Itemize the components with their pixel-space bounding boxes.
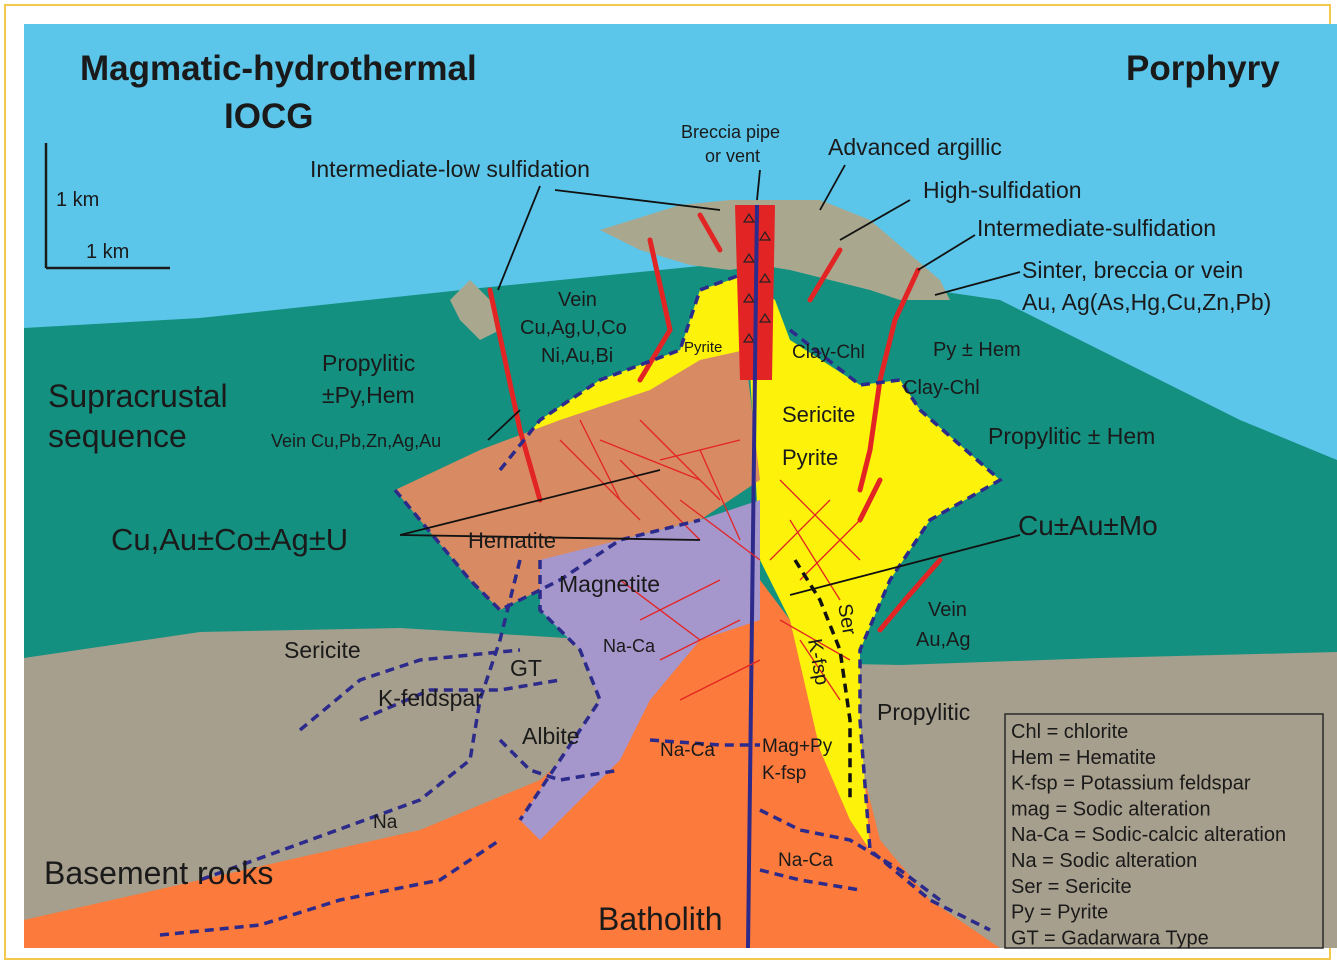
label-intermediate-low: Intermediate-low sulfidation — [310, 156, 590, 182]
legend-entry: GT = Gadarwara Type — [1011, 927, 1209, 949]
label-vein-au-2: Au,Ag — [916, 629, 970, 651]
label-clay-chl-2: Clay-Chl — [903, 377, 980, 399]
label-vein-cu: Vein Cu,Pb,Zn,Ag,Au — [271, 431, 441, 451]
title-right: Porphyry — [1126, 49, 1280, 88]
label-supracrustal-2: sequence — [48, 418, 187, 454]
label-k-fsp: K-fsp — [762, 763, 806, 784]
legend-entry: Py = Pyrite — [1011, 902, 1108, 924]
label-clay-chl-1: Clay-Chl — [792, 342, 865, 363]
label-propylitic-hem: Propylitic ± Hem — [988, 423, 1155, 449]
label-na-ca-upper: Na-Ca — [603, 636, 656, 656]
title-left-line1: Magmatic-hydrothermal — [80, 49, 477, 88]
legend-entry: Na-Ca = Sodic-calcic alteration — [1011, 824, 1286, 846]
label-cu-au-mo: Cu±Au±Mo — [1018, 510, 1158, 541]
label-basement: Basement rocks — [44, 855, 273, 891]
scale-horizontal-label: 1 km — [86, 241, 129, 263]
label-sericite-right: Sericite — [782, 402, 855, 427]
label-cu-au-co: Cu,Au±Co±Ag±U — [111, 522, 348, 557]
label-breccia-pipe-1: Breccia pipe — [681, 122, 780, 142]
label-propylitic-left-2: ±Py,Hem — [322, 382, 415, 408]
legend-entry: mag = Sodic alteration — [1011, 798, 1211, 820]
label-vein-1: Vein — [558, 289, 597, 311]
label-mag-py: Mag+Py — [762, 736, 833, 757]
legend-entry: Hem = Hematite — [1011, 747, 1156, 769]
label-sinter-1: Sinter, breccia or vein — [1022, 257, 1243, 283]
label-na: Na — [373, 812, 398, 833]
legend-entry: Ser = Sericite — [1011, 876, 1132, 898]
legend-entry: K-fsp = Potassium feldspar — [1011, 773, 1251, 795]
label-intermediate-sulfidation: Intermediate-sulfidation — [977, 215, 1216, 241]
label-sinter-2: Au, Ag(As,Hg,Cu,Zn,Pb) — [1022, 289, 1271, 315]
label-breccia-pipe-2: or vent — [705, 146, 760, 166]
label-sericite-left: Sericite — [284, 637, 361, 663]
label-magnetite: Magnetite — [559, 571, 660, 597]
label-propylitic-left-1: Propylitic — [322, 350, 415, 376]
label-high-sulfidation: High-sulfidation — [923, 177, 1082, 203]
label-pyrite-top: Pyrite — [684, 339, 722, 356]
label-supracrustal-1: Supracrustal — [48, 378, 228, 414]
title-left-line2: IOCG — [224, 97, 313, 136]
scale-vertical-label: 1 km — [56, 189, 99, 211]
label-hematite: Hematite — [468, 528, 556, 553]
label-na-ca-low: Na-Ca — [778, 850, 833, 871]
label-batholith: Batholith — [598, 901, 723, 937]
label-py-hem: Py ± Hem — [933, 339, 1021, 361]
label-vein-3: Ni,Au,Bi — [541, 345, 613, 367]
label-k-feldspar: K-feldspar — [378, 685, 483, 711]
label-albite: Albite — [522, 723, 580, 749]
legend-entry: Na = Sodic alteration — [1011, 850, 1197, 872]
label-propylitic-base: Propylitic — [877, 699, 970, 725]
label-vein-2: Cu,Ag,U,Co — [520, 317, 627, 339]
label-vein-au-1: Vein — [928, 599, 967, 621]
label-gt: GT — [510, 655, 542, 681]
label-na-ca-mid: Na-Ca — [660, 740, 715, 761]
legend-entry: Chl = chlorite — [1011, 721, 1128, 743]
label-pyrite-right: Pyrite — [782, 445, 838, 470]
label-advanced-argillic: Advanced argillic — [828, 134, 1002, 160]
